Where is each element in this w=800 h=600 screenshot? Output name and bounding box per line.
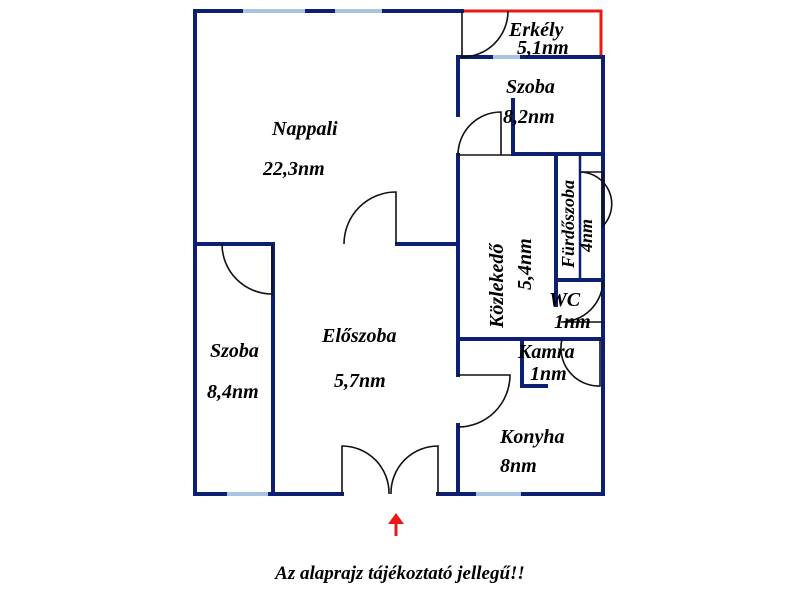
konyha-area: 8nm [500, 455, 537, 477]
wc-area: 1nm [554, 311, 591, 333]
door-bathroom [579, 171, 613, 229]
nappali-area: 22,3nm [262, 158, 325, 180]
szoba-small-name: Szoba [506, 76, 555, 98]
kozlekedo-name: Közlekedő [486, 242, 508, 329]
szoba-left-area: 8,4nm [207, 381, 259, 403]
door-small-room [457, 111, 513, 156]
disclaimer-note: Az alaprajz tájékoztató jellegű!! [275, 563, 525, 584]
kamra-area: 1nm [530, 363, 567, 385]
door-wc [560, 279, 604, 323]
door-konyha [457, 374, 511, 428]
konyha-name: Konyha [499, 426, 564, 448]
kozlekedo-area: 5,4nm [514, 238, 536, 290]
szoba-small-area: 8,2nm [503, 106, 555, 128]
furdoszoba-name: Fürdőszoba [558, 180, 578, 269]
erkely-area: 5,1nm [517, 37, 569, 59]
szoba-left-name: Szoba [210, 340, 259, 362]
furdoszoba-area: 4nm [576, 219, 596, 253]
door-balcony [461, 10, 509, 58]
door-nappali [343, 191, 397, 245]
eloszoba-area: 5,7nm [334, 370, 386, 392]
door-szoba-left [221, 243, 273, 295]
door-kamra [560, 338, 601, 387]
wc-name: WC [549, 289, 581, 311]
erkely-name: Erkély [508, 19, 564, 41]
kamra-name: Kamra [517, 341, 575, 363]
door-entrance [341, 445, 439, 495]
up-arrow-icon [388, 513, 404, 536]
eloszoba-name: Előszoba [321, 325, 396, 347]
nappali-name: Nappali [271, 118, 338, 140]
